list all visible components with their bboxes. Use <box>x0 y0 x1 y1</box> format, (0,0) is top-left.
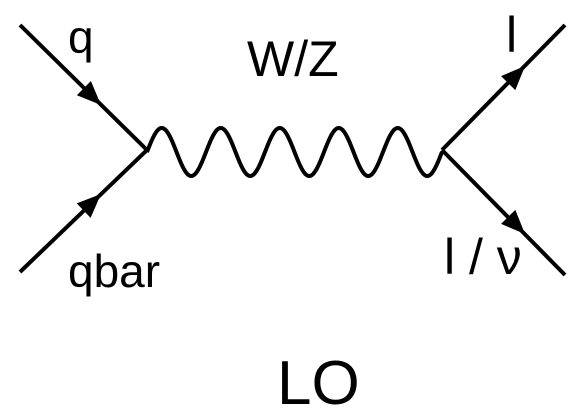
quark-line <box>18 23 149 152</box>
lepton-out-arrow-icon <box>501 66 525 91</box>
antiquark-line <box>18 148 149 274</box>
order-label: LO <box>277 349 360 418</box>
lepton-label: l <box>506 7 518 63</box>
boson-label: W/Z <box>247 31 339 87</box>
lepton-neutrino-out-line <box>440 148 567 277</box>
boson-propagator <box>145 125 444 179</box>
quark-arrow-icon <box>76 81 101 105</box>
lepton-out-line <box>440 23 567 152</box>
lepton-or-neutrino-label: l / ν <box>444 229 522 285</box>
antiquark-label: qbar <box>68 245 161 297</box>
quark-label: q <box>68 11 94 63</box>
antiquark-arrow-icon <box>76 194 101 218</box>
lepton-neutrino-out-arrow-icon <box>501 209 525 234</box>
